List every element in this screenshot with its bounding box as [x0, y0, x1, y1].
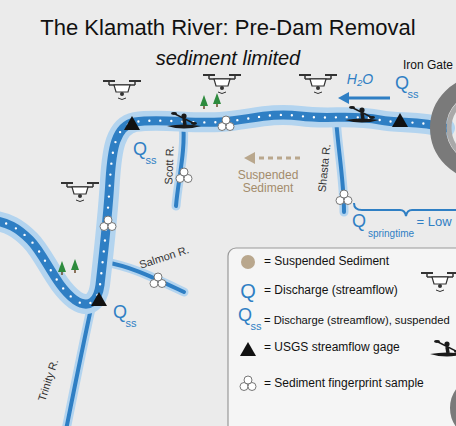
legend-panel — [240, 376, 256, 391]
iron-gate-dam — [438, 84, 456, 172]
trees — [213, 93, 221, 107]
sediment-label: Suspended Sediment — [232, 169, 304, 195]
trees — [71, 259, 79, 273]
gages — [392, 113, 408, 127]
discharge-symbol: Q — [395, 74, 409, 94]
legend-symbol: Q — [240, 280, 256, 302]
legend-panel — [240, 342, 256, 356]
flow-value: = Low — [416, 215, 451, 229]
fingerprint-samples — [218, 116, 234, 131]
drones — [61, 183, 99, 202]
tributary-name: Trinity R. — [36, 357, 61, 402]
iron-gate-dam — [438, 84, 456, 172]
legend-swatch — [241, 255, 255, 269]
fingerprint-samples — [100, 216, 116, 231]
tributary-name: Salmon R. — [138, 243, 191, 270]
dam-name: Iron Gate — [403, 59, 453, 72]
tributary-name: Scott R. — [162, 145, 175, 185]
trees — [58, 261, 66, 275]
legend-panel — [430, 340, 456, 356]
subscript: ss — [251, 320, 262, 332]
subscript: ss — [146, 154, 157, 166]
tributaries — [66, 304, 92, 426]
kayaks — [345, 106, 379, 122]
legend-text: = Discharge (streamflow) — [264, 284, 398, 298]
tributaries — [176, 122, 184, 206]
legend-text: = Sediment fingerprint sample — [264, 377, 424, 391]
water-label: H₂O — [347, 72, 373, 87]
iron-gate-dam — [449, 95, 456, 161]
tributaries — [66, 304, 92, 426]
legend-panel — [228, 248, 456, 426]
flow-arrow — [338, 92, 390, 104]
kayaks — [167, 112, 201, 128]
legend-text: = Suspended Sediment — [264, 255, 389, 269]
title: The Klamath River: Pre-Dam Removal — [0, 16, 456, 40]
subscript: ss — [408, 88, 419, 100]
kayaks — [167, 106, 379, 128]
fingerprint-samples — [150, 273, 166, 288]
drones — [299, 75, 337, 94]
subscript: ss — [126, 317, 137, 329]
legend-panel — [421, 273, 456, 292]
legend-text: = USGS streamflow gage — [264, 341, 400, 355]
tributary-name: Shasta R. — [315, 143, 332, 192]
sediment-arrow — [244, 152, 300, 164]
discharge-symbol: Q — [352, 212, 366, 232]
drones — [61, 75, 337, 202]
gages — [91, 292, 107, 306]
legend-symbol: Q — [238, 306, 252, 326]
flow-arrow — [338, 92, 349, 104]
tributaries — [176, 122, 184, 206]
discharge-symbol: Q — [133, 140, 147, 160]
subscript: springtime — [368, 228, 414, 239]
discharge-symbol: Q — [113, 303, 127, 323]
legend-text: = Discharge (streamflow), suspended — [264, 314, 450, 327]
drones — [103, 81, 141, 100]
legend-panel — [228, 248, 456, 426]
sediment-arrow — [244, 152, 255, 164]
drones — [203, 75, 241, 94]
fingerprint-samples — [176, 168, 192, 183]
flow-arrow — [346, 97, 390, 100]
trees — [58, 93, 221, 275]
trees — [200, 95, 208, 109]
subtitle: sediment limited — [156, 47, 301, 69]
fingerprint-samples — [336, 190, 352, 205]
sediment-arrow — [254, 157, 300, 160]
gages — [124, 116, 140, 130]
